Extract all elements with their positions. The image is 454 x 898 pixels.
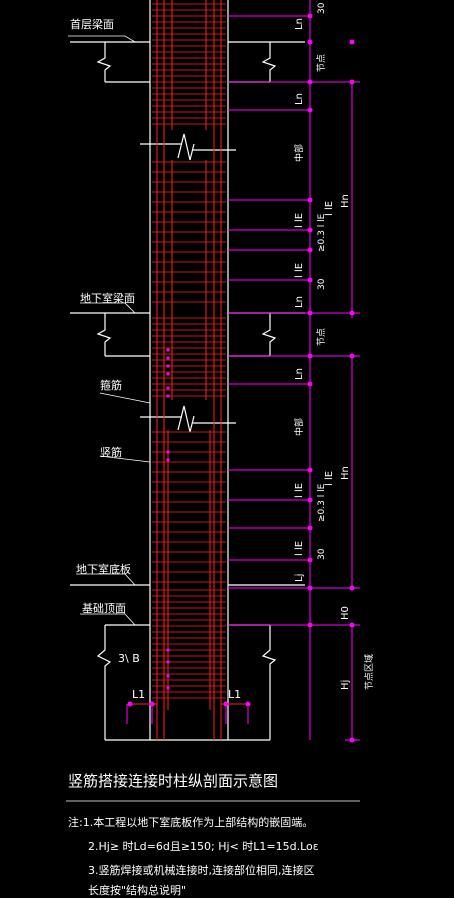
dim-lle-4: l lE <box>294 541 305 556</box>
dim-ln-2: Ln <box>294 93 305 105</box>
dim-l1-right: L1 <box>228 688 241 701</box>
label-foundation-top: 基础顶面 <box>82 602 126 615</box>
leaders <box>68 35 151 626</box>
dim-ln-4: Ln <box>294 368 305 380</box>
dim-lle-3: l lE <box>294 483 305 498</box>
dim-30-3: 30 <box>317 548 327 560</box>
dim-node-2: 节点 <box>316 328 327 346</box>
label-basement-beam: 地下室梁面 <box>80 292 135 305</box>
dim-lle-2: l lE <box>294 263 305 278</box>
label-first-floor-beam: 首层梁面 <box>70 18 114 31</box>
horizontal-dims: L1 L1 3\ B <box>118 652 241 701</box>
dimension-lines <box>126 0 360 741</box>
dimension-ticks <box>127 13 355 743</box>
note-4: 长度按"结构总说明" <box>88 884 187 897</box>
stirrup-lines <box>152 3 226 699</box>
dim-spacing: 3\ B <box>118 652 140 665</box>
dim-node-1: 节点 <box>316 54 327 72</box>
dim-lle-1: l lE <box>294 213 305 228</box>
dim-hj: Hj <box>340 680 351 690</box>
dim-ln-1: Ln <box>294 18 305 30</box>
rebar-dots <box>166 348 170 690</box>
label-basement-slab: 地下室底板 <box>76 563 131 576</box>
note-1: 注:1.本工程以地下室底板作为上部结构的嵌固端。 <box>68 816 314 829</box>
note-3: 3.竖筋焊接或机械连接时,连接部位相同,连接区 <box>88 864 315 877</box>
rebar-group <box>130 0 248 740</box>
dim-30-2: 30 <box>317 278 327 290</box>
column-outline <box>70 0 305 741</box>
dim-mid-2: 中部 <box>293 418 305 436</box>
dim-30-1: 30 <box>317 2 327 14</box>
dim-h0: H0 <box>340 606 351 620</box>
dim-ln-3: Ln <box>294 296 305 308</box>
dim-mid-1: 中部 <box>293 144 305 162</box>
dim-lle-right-1: l lE <box>324 201 335 216</box>
dim-lj: Lj <box>294 574 305 582</box>
dimension-texts: Ln Ln l lE l lE Ln Ln l lE l lE Lj H0 Hj… <box>293 2 375 690</box>
dim-hn-2: Hn <box>340 466 351 480</box>
label-vertical-bar: 竖筋 <box>100 446 122 459</box>
label-stirrup: 箍筋 <box>100 379 122 392</box>
dim-third-2: ≥0.3 l lE <box>317 483 327 522</box>
note-2: 2.Hj≥ 时Ld=6d且≥150; Hj< 时L1=15d.Loε <box>88 840 319 853</box>
dim-anchor: 节点区域 <box>363 654 375 690</box>
drawing-title: 竖筋搭接连接时柱纵剖面示意图 <box>68 772 279 790</box>
dim-third-1: ≥0.3 l lE <box>317 213 327 252</box>
dim-lle-right-2: l lE <box>324 471 335 486</box>
dim-l1-left: L1 <box>132 688 145 701</box>
dim-hn-1: Hn <box>340 194 351 208</box>
